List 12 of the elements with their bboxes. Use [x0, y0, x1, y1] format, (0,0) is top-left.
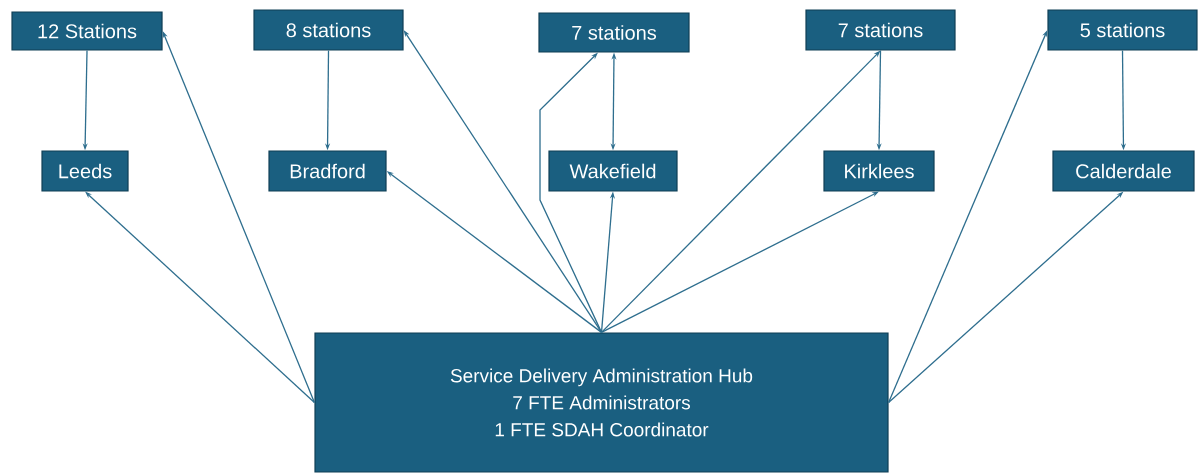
station-count-box: 12 Stations: [11, 11, 163, 51]
station-count-box: 7 stations: [538, 12, 690, 53]
arrow: [600, 191, 879, 334]
station-count-box: 8 stations: [253, 9, 404, 51]
hub-box: Service Delivery Administration Hub 7 FTE Administrators 1 FTE SDAH Coordinator: [314, 332, 889, 473]
station-count-box: 5 stations: [1047, 9, 1198, 51]
district-box: Calderdale: [1052, 150, 1195, 192]
district-box: Wakefield: [548, 150, 678, 192]
district-box: Kirklees: [823, 150, 935, 192]
district-box: Bradford: [268, 150, 387, 192]
station-count-box: 7 stations: [805, 9, 956, 51]
district-box: Leeds: [41, 150, 129, 192]
